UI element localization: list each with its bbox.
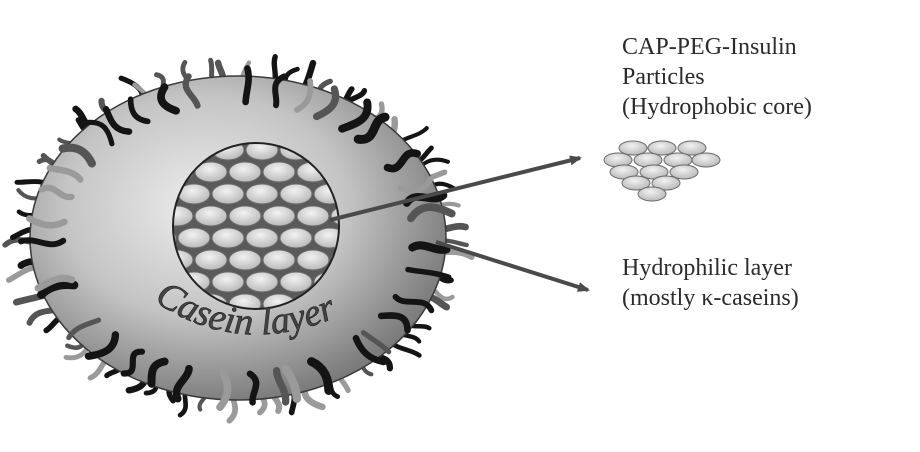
casein-strand: [312, 85, 340, 121]
hydrophilic-layer-label: Hydrophilic layer (mostly κ-caseins): [622, 253, 799, 313]
core-bead: [174, 227, 177, 249]
core-bead: [194, 161, 228, 183]
casein-strand: [38, 184, 75, 201]
core-bead: [330, 205, 338, 227]
casein-strand: [405, 266, 452, 280]
core-particles-label: CAP-PEG-Insulin Particles (Hydrophobic c…: [622, 32, 812, 122]
casein-strand: [18, 237, 67, 248]
arrow-to-hydrophilic-layer: [435, 240, 590, 292]
core-bead: [211, 227, 245, 249]
casein-strand: [353, 112, 390, 144]
core-bead: [245, 227, 279, 249]
core-bead: [177, 227, 211, 249]
core-bead: [245, 271, 279, 293]
casein-strand: [216, 369, 232, 412]
core-bead: [296, 249, 330, 271]
insulin-particle: [677, 140, 707, 156]
casein-strand: [383, 149, 422, 173]
casein-strand: [281, 364, 302, 403]
casein-strand: [272, 73, 288, 109]
casein-strand: [246, 370, 260, 406]
core-bead: [211, 183, 245, 205]
core-bead: [228, 249, 262, 271]
casein-strand: [34, 274, 76, 292]
casein-strand: [338, 98, 372, 133]
core-bead: [262, 205, 296, 227]
hydrophilic-label-line1: Hydrophilic layer: [622, 255, 792, 281]
hydrophilic-label-line2: (mostly κ-caseins): [622, 285, 799, 311]
insulin-particle: [669, 164, 699, 180]
casein-strand: [407, 203, 456, 223]
casein-strand: [102, 106, 133, 135]
core-bead: [211, 271, 245, 293]
casein-strand: [408, 241, 451, 254]
core-bead: [313, 227, 338, 249]
casein-strand: [66, 317, 102, 341]
core-bead: [228, 205, 262, 227]
core-label-line2: Particles: [622, 64, 705, 90]
casein-strand: [182, 73, 201, 109]
casein-strand: [147, 357, 169, 388]
core-bead: [174, 205, 194, 227]
core-bead: [228, 161, 262, 183]
core-bead: [279, 183, 313, 205]
arrow-to-core-particles: [329, 155, 582, 222]
casein-strand: [172, 364, 193, 403]
casein-strand: [81, 119, 115, 147]
core-bead: [296, 205, 330, 227]
casein-strand: [352, 334, 388, 366]
insulin-particle: [618, 140, 648, 156]
casein-strand: [294, 78, 314, 113]
casein-strand: [26, 215, 68, 229]
casein-strand: [397, 175, 434, 194]
casein-strand: [37, 280, 79, 299]
casein-strand: [377, 312, 411, 334]
casein-strand: [58, 143, 97, 168]
insulin-particle: [691, 152, 721, 168]
insulin-particle: [647, 140, 677, 156]
core-bead: [279, 227, 313, 249]
insulin-particle: [637, 186, 667, 202]
core-bead: [262, 161, 296, 183]
core-bead: [262, 249, 296, 271]
core-bead: [245, 183, 279, 205]
insulin-particle: [621, 175, 651, 191]
casein-strand: [272, 367, 290, 406]
casein-strand: [242, 65, 252, 106]
core-bead: [279, 271, 313, 293]
casein-strand: [46, 164, 84, 183]
core-bead: [194, 205, 228, 227]
casein-strand: [360, 330, 392, 355]
casein-strand: [307, 357, 334, 395]
casein-strand: [84, 331, 120, 360]
insulin-particle: [651, 175, 681, 191]
casein-strand: [120, 348, 146, 377]
casein-strand: [392, 293, 435, 314]
core-bead: [194, 249, 228, 271]
core-label-line1: CAP-PEG-Insulin: [622, 34, 797, 60]
insulin-particles-cluster: [603, 140, 721, 202]
core-label-line3: (Hydrophobic core): [622, 94, 812, 120]
casein-strand: [127, 96, 151, 125]
casein-strand: [157, 83, 180, 115]
